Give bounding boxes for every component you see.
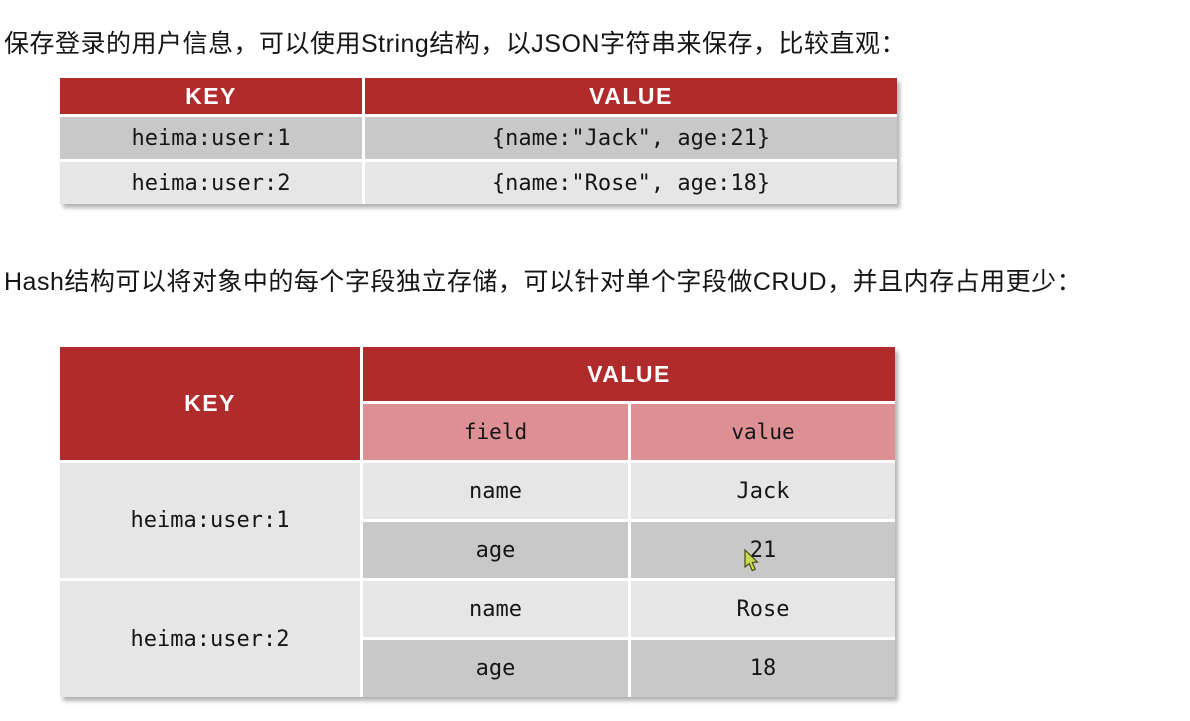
hash-table-group1-field-name: name (363, 463, 628, 519)
hash-table-header-value: VALUE (363, 347, 895, 401)
hash-table-group2-field-age: age (363, 640, 628, 697)
hash-table-group2-key: heima:user:2 (60, 581, 360, 697)
hash-table-subheader-field: field (363, 404, 628, 460)
intro-text-hash: Hash结构可以将对象中的每个字段独立存储，可以针对单个字段做CRUD，并且内存… (4, 268, 1083, 296)
string-table-row1-key: heima:user:1 (60, 117, 362, 159)
string-table-row1-value: {name:"Jack", age:21} (365, 117, 897, 159)
hash-table-group1-value-age: 21 (631, 522, 895, 578)
string-table-row2-value: {name:"Rose", age:18} (365, 162, 897, 204)
hash-table-group2-value-age: 18 (631, 640, 895, 697)
hash-table-group1-value-name: Jack (631, 463, 895, 519)
hash-table-group2-value-name: Rose (631, 581, 895, 637)
intro-text-string: 保存登录的用户信息，可以使用String结构，以JSON字符串来保存，比较直观： (4, 30, 906, 58)
hash-table-group2-field-name: name (363, 581, 628, 637)
hash-table-group1-key: heima:user:1 (60, 463, 360, 578)
string-table-header-value: VALUE (365, 78, 897, 114)
hash-table-header-key: KEY (60, 347, 360, 460)
string-table-row2-key: heima:user:2 (60, 162, 362, 204)
hash-structure-table: KEY VALUE field value heima:user:1 name … (60, 347, 895, 697)
hash-table-subheader-value: value (631, 404, 895, 460)
hash-table-group1-field-age: age (363, 522, 628, 578)
string-structure-table: KEY VALUE heima:user:1 {name:"Jack", age… (60, 78, 897, 204)
string-table-header-key: KEY (60, 78, 362, 114)
